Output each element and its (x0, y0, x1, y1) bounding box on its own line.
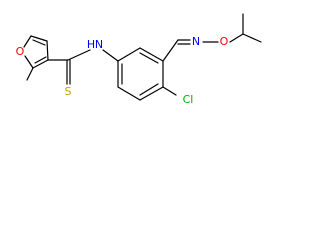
bond-c2-methyl (26, 67, 34, 81)
bond-ar2-ar3 (139, 47, 164, 62)
bond-ar2-ar3-inner (139, 52, 159, 64)
atom-labels: O H N S Cl N O (16, 35, 229, 106)
amide-hydrogen-label: H (87, 38, 95, 51)
amide-nitrogen-label: N (95, 38, 103, 51)
bond-o1-c2 (24, 55, 34, 69)
chemical-structure: O H N S Cl N O (16, 13, 262, 106)
thione-sulfur-label: S (65, 85, 72, 98)
chlorine-label: Cl (183, 93, 194, 106)
bond-c4-c5 (30, 35, 48, 42)
bond-ar3-ch (162, 39, 179, 62)
bond-c2-c3 (32, 59, 49, 69)
bond-ar1-ar2 (117, 47, 141, 62)
furan-oxygen-label: O (16, 45, 25, 58)
bond-thioamide-n (67, 49, 91, 61)
bond-n-aryl (102, 49, 119, 62)
bond-c4-c5-inner (32, 39, 46, 46)
bond-ar4-ar5 (139, 86, 164, 101)
bond-ar4-cl (162, 86, 177, 96)
bond-isopropyl-me1 (242, 33, 262, 43)
oxime-oxygen-label: O (220, 35, 229, 48)
bond-o-ch (229, 33, 244, 43)
bond-c2-c3-inner (34, 56, 47, 64)
bonds (23, 13, 262, 101)
bond-ar4-ar5-inner (139, 83, 159, 96)
bond-c3-c4 (46, 40, 49, 61)
oxime-nitrogen-label: N (192, 35, 200, 48)
bond-c5-o1 (23, 35, 32, 48)
bond-ar5-ar6 (117, 86, 141, 101)
